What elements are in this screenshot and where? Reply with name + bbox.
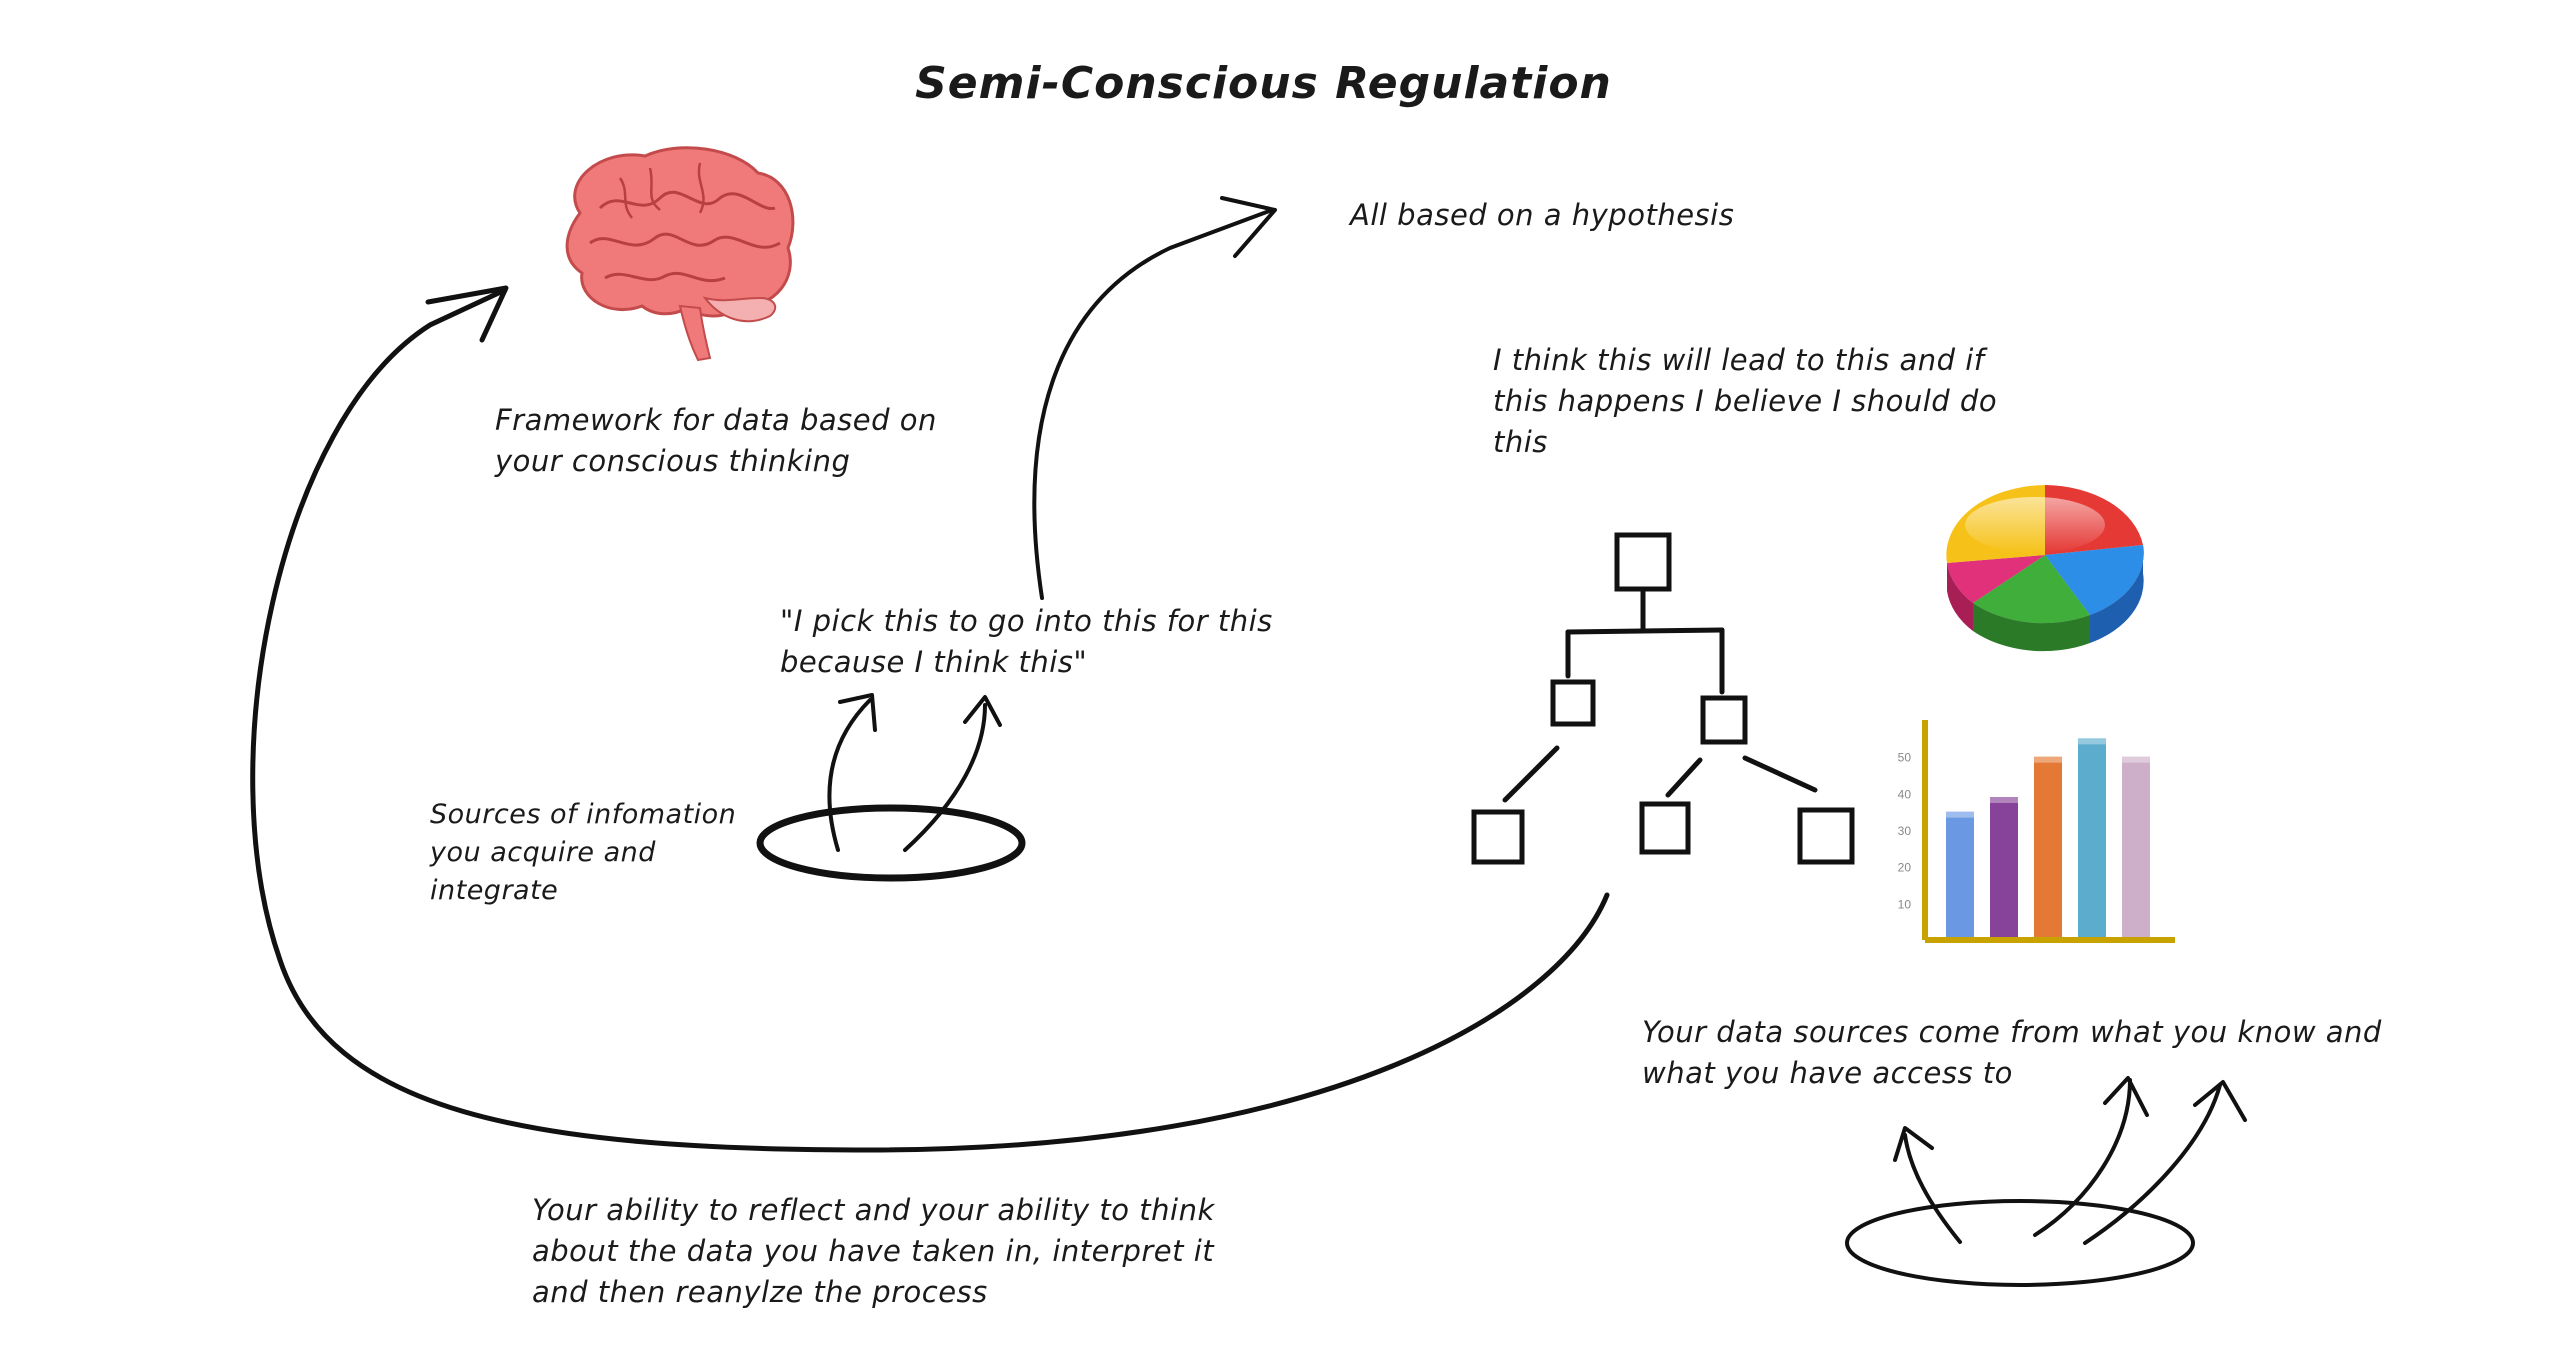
pie-chart-icon [1946, 485, 2144, 652]
belief-line: this happens I believe I should do [1493, 384, 1998, 418]
bar-chart-bar [2078, 738, 2106, 937]
data-sources-line: what you have access to [1642, 1056, 2013, 1090]
data-arrowhead-3 [2193, 1080, 2247, 1122]
reflect-note: Your ability to reflect and your ability… [532, 1190, 1215, 1313]
bar-chart-bar-highlight [1990, 797, 2018, 803]
data-arrowhead-2 [2103, 1076, 2149, 1117]
bar-chart-bar [1946, 811, 1974, 937]
bar-chart-bar-highlight [2122, 756, 2150, 763]
framework-line: Framework for data based on [495, 403, 937, 437]
data-arrow-1 [1903, 1133, 1962, 1244]
data-sources-line: Your data sources come from what you kno… [1642, 1015, 2382, 1049]
bar-chart-tick-label: 40 [1898, 787, 1912, 801]
bar-chart-bar [2122, 756, 2150, 937]
sources-arrow-left [827, 698, 872, 852]
bar-chart-tick-label: 50 [1898, 751, 1912, 765]
sources-line: integrate [430, 875, 559, 906]
feedback-loop-arrow [250, 287, 1610, 1153]
data-sources-ellipse [1845, 1199, 2195, 1287]
bar-chart-bar [2034, 756, 2062, 937]
bar-chart-tick-label: 20 [1898, 861, 1912, 875]
bar-chart-bar [1990, 797, 2018, 937]
hypothesis-arrowhead [1220, 196, 1277, 258]
bar-chart-bar-highlight [2078, 738, 2106, 745]
sources-arrow-right [903, 703, 987, 852]
hypothesis-arrow [1032, 208, 1274, 600]
bar-chart-icon: 10 20 30 40 50 [1898, 720, 2175, 943]
sources-ellipse [756, 804, 1026, 882]
belief-line: I think this will lead to this and if [1493, 343, 1985, 377]
data-arrowhead-1 [1893, 1126, 1934, 1162]
sources-arrowhead-left [838, 693, 877, 732]
bar-chart-bar-highlight [1946, 811, 1974, 818]
framework-note: Framework for data based on your conscio… [495, 400, 937, 482]
data-sources-note: Your data sources come from what you kno… [1642, 1012, 2382, 1094]
hypothesis-line: All based on a hypothesis [1350, 198, 1735, 232]
sources-arrowhead-right [963, 695, 1002, 727]
bar-chart-tick-label: 10 [1898, 897, 1912, 911]
sources-note: Sources of infomation you acquire and in… [430, 796, 736, 910]
framework-line: your conscious thinking [495, 444, 851, 478]
reflect-line: Your ability to reflect and your ability… [532, 1193, 1215, 1227]
reflect-line: and then reanylze the process [532, 1275, 988, 1309]
hierarchy-tree-icon [1471, 532, 1855, 865]
bar-chart-tick-label: 30 [1898, 824, 1912, 838]
bar-chart-bar-highlight [2034, 756, 2062, 763]
data-arrow-3 [2083, 1083, 2222, 1245]
data-arrow-2 [2033, 1078, 2132, 1237]
pick-line: because I think this" [780, 645, 1088, 679]
belief-note: I think this will lead to this and if th… [1493, 340, 1997, 463]
page-title: Semi-Conscious Regulation [915, 58, 1612, 109]
pick-quote: "I pick this to go into this for this be… [780, 601, 1273, 683]
feedback-loop-arrowhead [425, 285, 509, 343]
sources-line: Sources of infomation [430, 799, 737, 830]
belief-line: this [1493, 425, 1548, 459]
brain-icon [565, 146, 795, 362]
reflect-line: about the data you have taken in, interp… [532, 1234, 1215, 1268]
sources-line: you acquire and [430, 837, 656, 868]
pick-line: "I pick this to go into this for this [780, 604, 1273, 638]
hypothesis-note: All based on a hypothesis [1350, 195, 1734, 236]
